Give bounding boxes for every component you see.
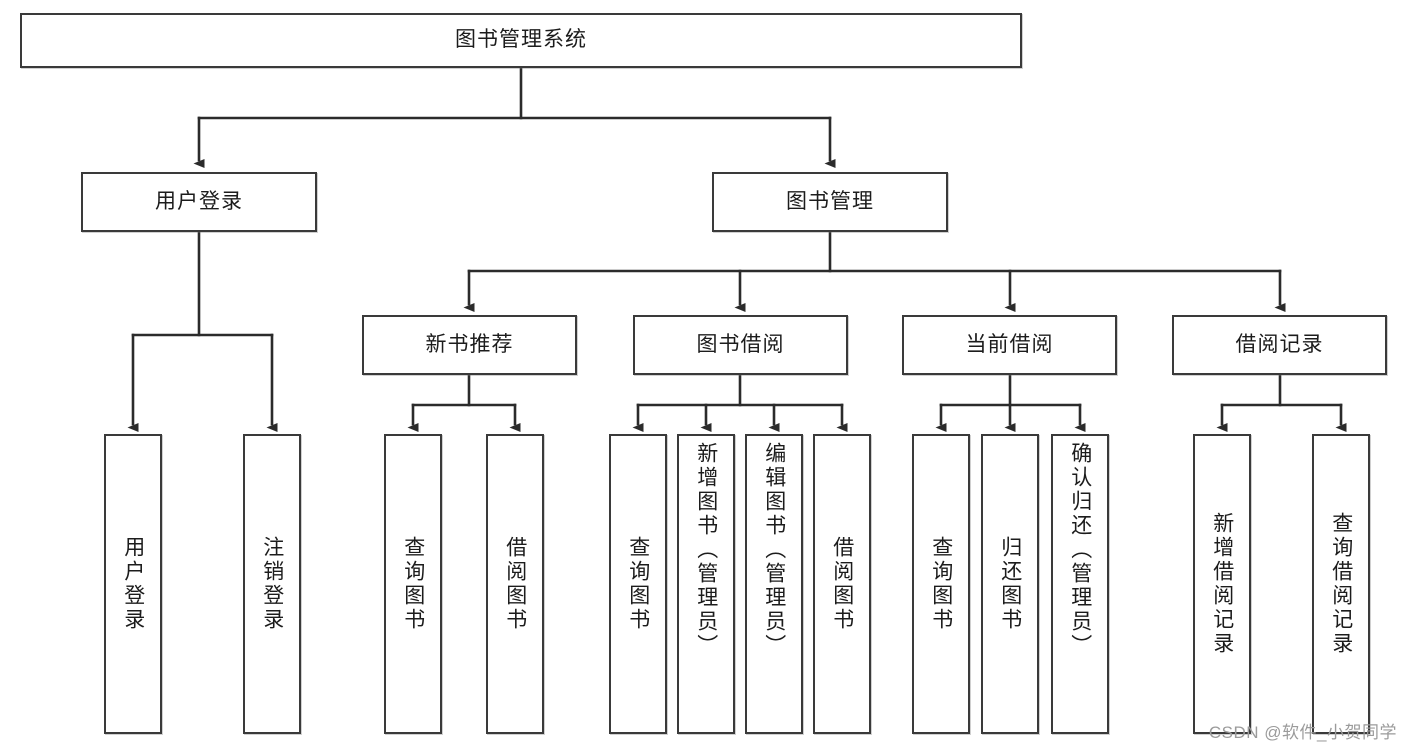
node-leaf-edit-book[interactable]: 编辑图书（管理员） bbox=[745, 434, 803, 734]
node-leaf-add-book[interactable]: 新增图书（管理员） bbox=[677, 434, 735, 734]
node-current-borrow[interactable]: 当前借阅 bbox=[902, 315, 1117, 375]
node-borrow-record[interactable]: 借阅记录 bbox=[1172, 315, 1387, 375]
node-leaf-borrow-book-recommend[interactable]: 借阅图书 bbox=[486, 434, 544, 734]
node-leaf-query-book-recommend[interactable]: 查询图书 bbox=[384, 434, 442, 734]
node-book-management[interactable]: 图书管理 bbox=[712, 172, 948, 232]
node-leaf-borrow-book[interactable]: 借阅图书 bbox=[813, 434, 871, 734]
node-leaf-query-book-current[interactable]: 查询图书 bbox=[912, 434, 970, 734]
node-book-management-system[interactable]: 图书管理系统 bbox=[20, 13, 1022, 68]
node-label: 图书管理系统 bbox=[455, 28, 587, 52]
node-label: 查询图书 bbox=[929, 536, 953, 632]
node-leaf-query-borrow-record[interactable]: 查询借阅记录 bbox=[1312, 434, 1370, 734]
node-leaf-query-book-borrow[interactable]: 查询图书 bbox=[609, 434, 667, 734]
node-leaf-add-borrow-record[interactable]: 新增借阅记录 bbox=[1193, 434, 1251, 734]
node-label: 查询借阅记录 bbox=[1329, 512, 1353, 656]
node-book-borrow[interactable]: 图书借阅 bbox=[633, 315, 848, 375]
node-label: 查询图书 bbox=[626, 536, 650, 632]
node-new-book-recommend[interactable]: 新书推荐 bbox=[362, 315, 577, 375]
node-label: 图书借阅 bbox=[696, 332, 785, 356]
csdn-watermark: CSDN @软件_小贺同学 bbox=[1208, 723, 1397, 742]
node-label: 新书推荐 bbox=[425, 332, 514, 356]
node-label: 查询图书 bbox=[401, 536, 425, 632]
node-leaf-user-login[interactable]: 用户登录 bbox=[104, 434, 162, 734]
node-label: 借阅图书 bbox=[830, 536, 854, 632]
node-label: 用户登录 bbox=[121, 536, 145, 632]
node-label: 图书管理 bbox=[786, 189, 874, 213]
node-label: 用户登录 bbox=[155, 189, 243, 213]
node-label: 注销登录 bbox=[260, 536, 284, 632]
node-label: 当前借阅 bbox=[965, 332, 1054, 356]
node-leaf-return-book[interactable]: 归还图书 bbox=[981, 434, 1039, 734]
node-label: 新增图书（管理员） bbox=[694, 442, 718, 658]
node-label: 编辑图书（管理员） bbox=[762, 442, 786, 658]
node-leaf-confirm-return[interactable]: 确认归还（管理员） bbox=[1051, 434, 1109, 734]
node-label: 归还图书 bbox=[998, 536, 1022, 632]
node-user-login[interactable]: 用户登录 bbox=[81, 172, 317, 232]
node-label: 借阅记录 bbox=[1235, 332, 1324, 356]
node-label: 确认归还（管理员） bbox=[1068, 442, 1092, 658]
node-leaf-logout-login[interactable]: 注销登录 bbox=[243, 434, 301, 734]
node-label: 新增借阅记录 bbox=[1210, 512, 1234, 656]
node-label: 借阅图书 bbox=[503, 536, 527, 632]
